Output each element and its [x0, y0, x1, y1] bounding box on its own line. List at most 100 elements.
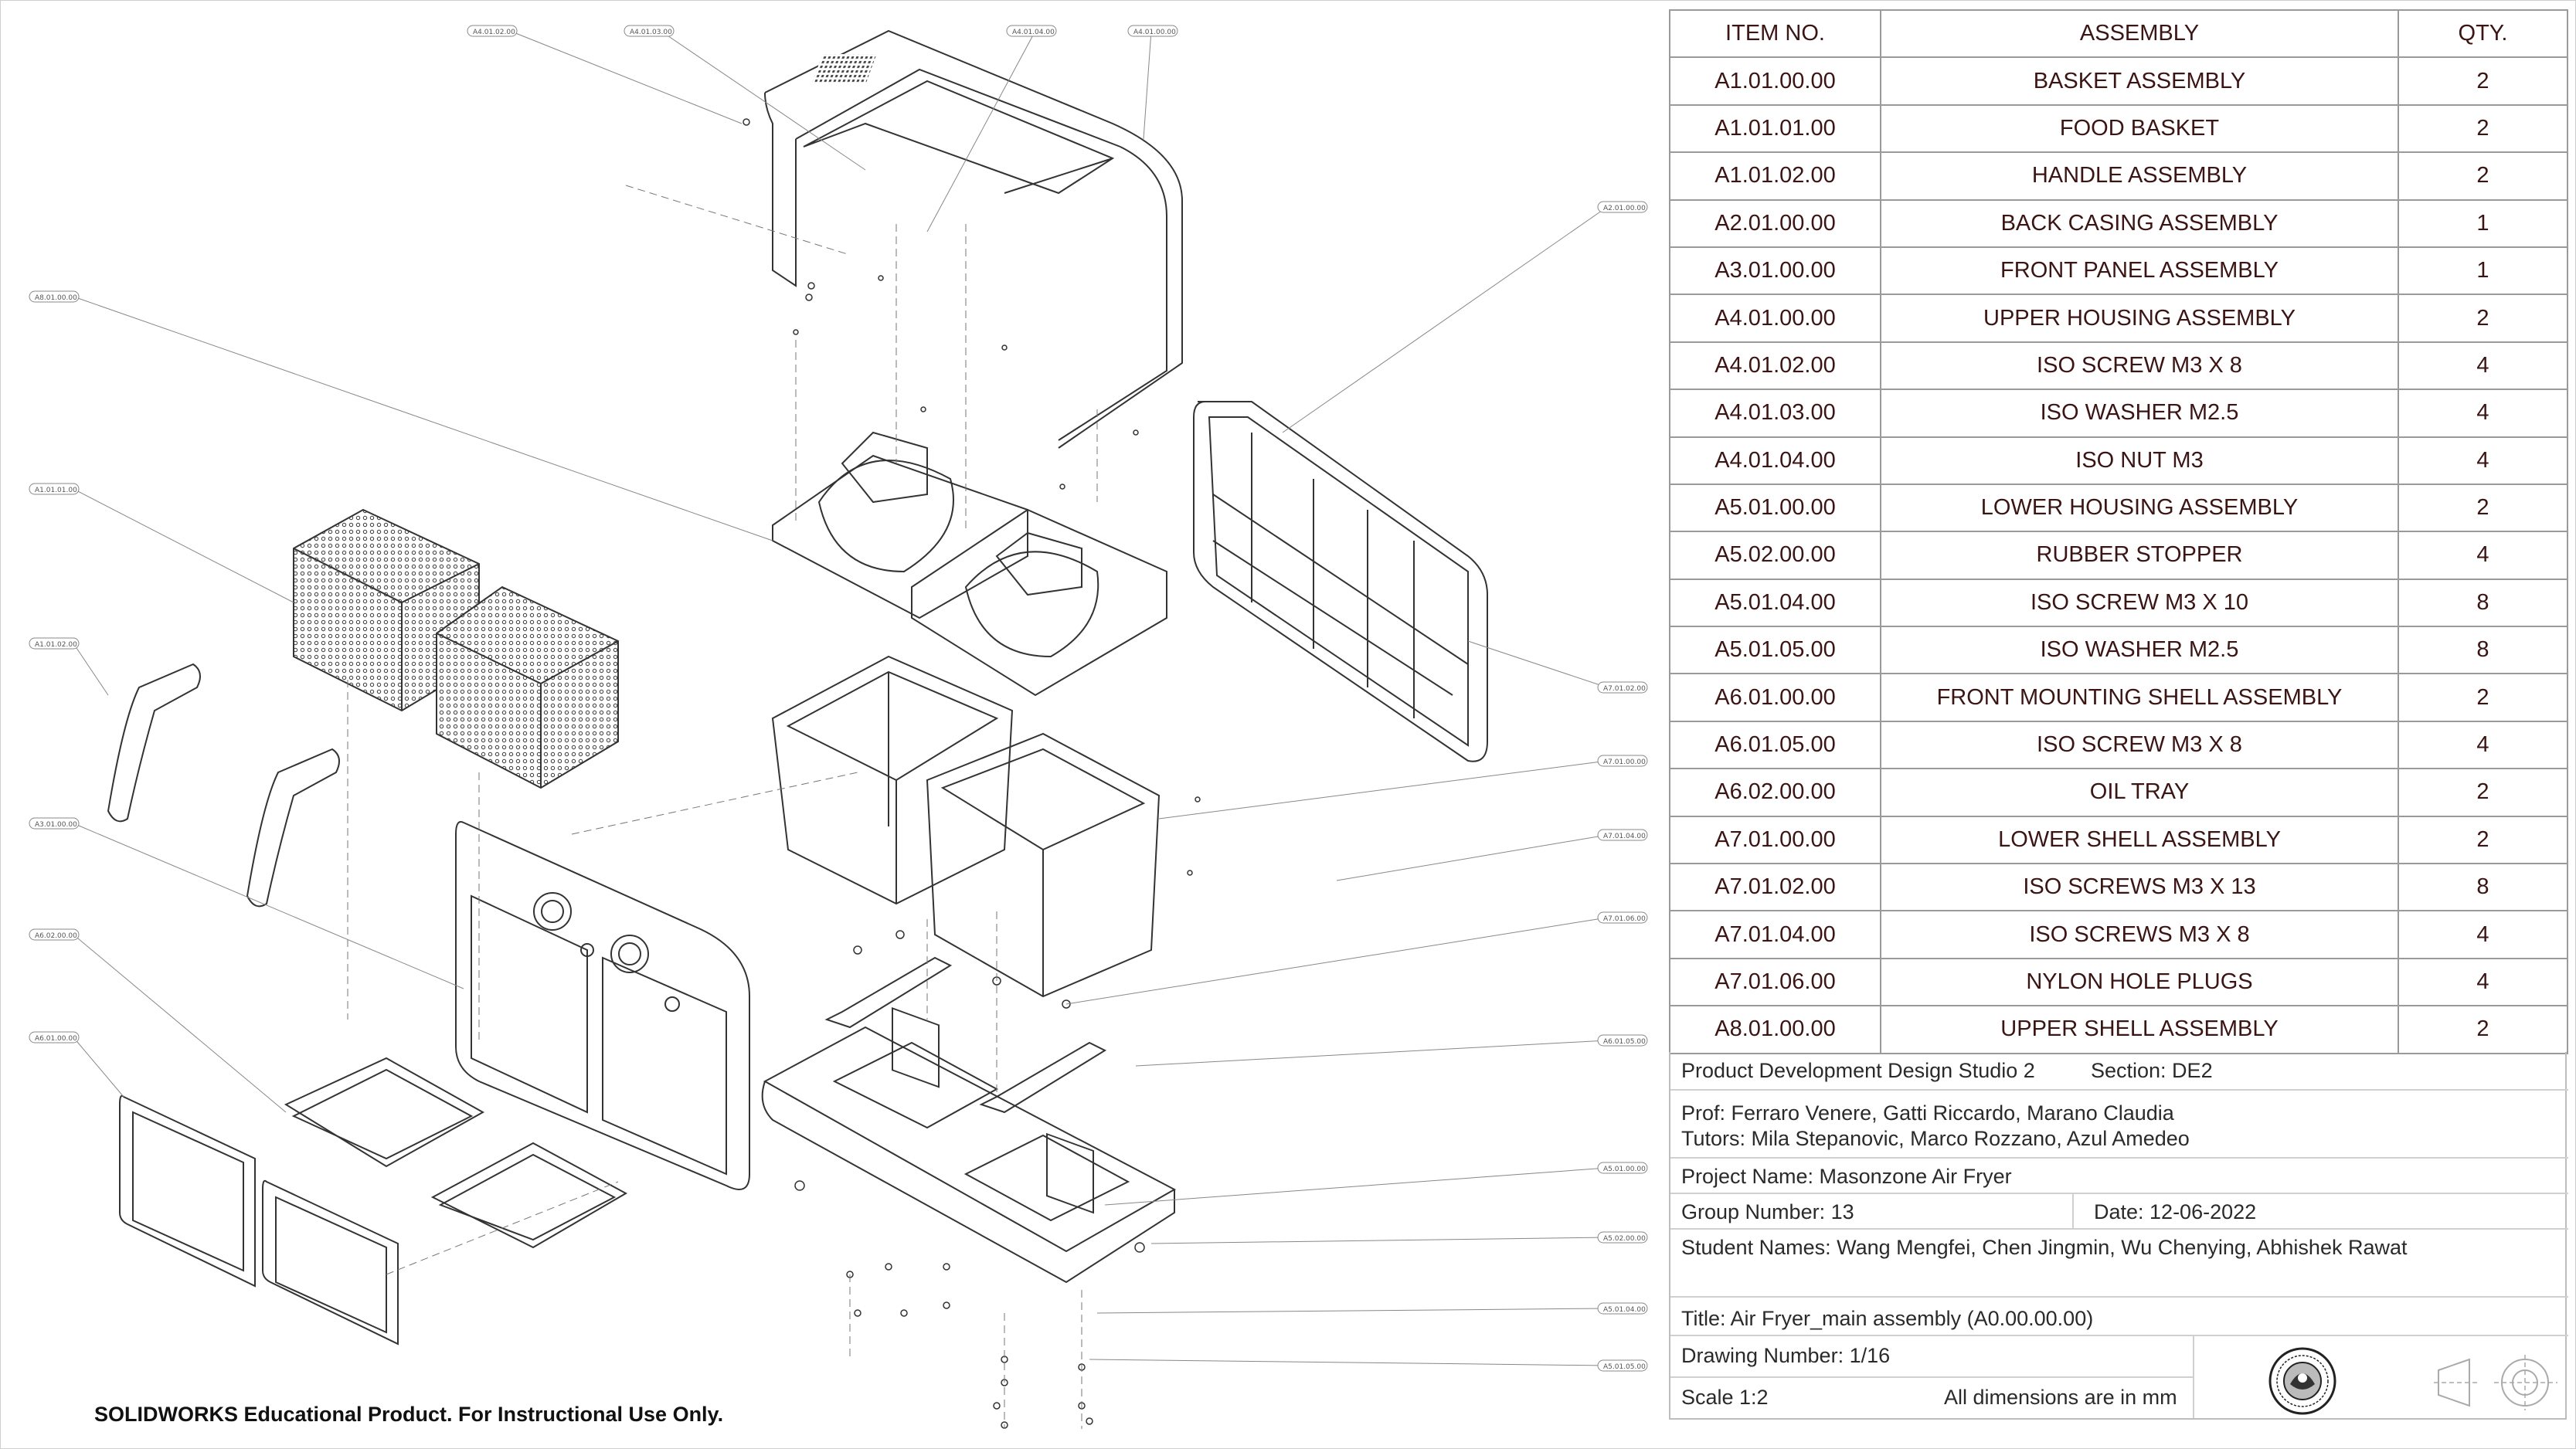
- bom-assembly: FRONT PANEL ASSEMBLY: [1880, 246, 2399, 296]
- bom-assembly: OIL TRAY: [1880, 768, 2399, 817]
- professors: Prof: Ferraro Venere, Gatti Riccardo, Ma…: [1681, 1101, 2174, 1125]
- bom-item-no: A4.01.02.00: [1669, 341, 1881, 391]
- bom-item-no: A5.01.00.00: [1669, 483, 1881, 533]
- svg-text:A6.02.00.00: A6.02.00.00: [35, 932, 77, 940]
- callout-a4-01-03: A4.01.03.00: [624, 25, 675, 37]
- fastener-set: [743, 118, 1201, 1429]
- title-block: Product Development Design Studio 2 Sect…: [1669, 1052, 2568, 1420]
- callout-a5-01-04: A5.01.04.00: [1597, 1302, 1648, 1315]
- group-number: Group Number: 13: [1681, 1200, 1854, 1223]
- bom-header-assembly: ASSEMBLY: [1880, 8, 2399, 59]
- bom-assembly: BASKET ASSEMBLY: [1880, 56, 2399, 106]
- bom-item-no: A7.01.02.00: [1669, 863, 1881, 912]
- callout-a6-01-00: A6.01.00.00: [29, 1031, 80, 1043]
- bom-assembly: HANDLE ASSEMBLY: [1880, 151, 2399, 201]
- bom-item-no: A7.01.06.00: [1669, 957, 1881, 1007]
- callout-a4-01-02: A4.01.02.00: [467, 25, 518, 37]
- university-seal-icon: [2268, 1347, 2336, 1415]
- educational-watermark: SOLIDWORKS Educational Product. For Inst…: [94, 1403, 724, 1426]
- bom-qty: 2: [2398, 815, 2568, 865]
- students-row: Student Names: Wang Mengfei, Chen Jingmi…: [1670, 1230, 2568, 1298]
- callout-a3-01-00: A3.01.00.00: [29, 817, 80, 830]
- bom-qty: 4: [2398, 910, 2568, 959]
- bom-qty: 8: [2398, 863, 2568, 912]
- callout-a7-01-06: A7.01.06.00: [1597, 911, 1648, 924]
- callout-a7-01-00: A7.01.00.00: [1597, 755, 1648, 767]
- drawing-date: Date: 12-06-2022: [2094, 1200, 2257, 1223]
- svg-text:A7.01.06.00: A7.01.06.00: [1603, 915, 1646, 923]
- bom-qty: 2: [2398, 768, 2568, 817]
- callout-a6-02-00: A6.02.00.00: [29, 928, 80, 941]
- bom-qty: 4: [2398, 531, 2568, 580]
- projection-symbol-icon: [2434, 1355, 2557, 1410]
- bom-assembly: ISO SCREWS M3 X 13: [1880, 863, 2399, 912]
- exploded-assembly-drawing: A4.01.02.00 A4.01.03.00 A4.01.04.00 A4.0…: [29, 25, 1648, 1429]
- front-panel-part: [455, 821, 750, 1190]
- front-mounting-shell-part: [119, 1094, 399, 1346]
- back-casing-part: [1193, 401, 1488, 762]
- tutors: Tutors: Mila Stepanovic, Marco Rozzano, …: [1681, 1127, 2190, 1150]
- alignment-lines: [347, 185, 1098, 1429]
- bom-item-no: A7.01.00.00: [1669, 815, 1881, 865]
- callout-a7-01-02: A7.01.02.00: [1597, 681, 1648, 694]
- callout-a2-01-00: A2.01.00.00: [1597, 201, 1648, 213]
- bom-assembly: BACK CASING ASSEMBLY: [1880, 199, 2399, 248]
- svg-text:A1.01.02.00: A1.01.02.00: [35, 641, 77, 649]
- bom-qty: 2: [2398, 483, 2568, 533]
- svg-text:A5.02.00.00: A5.02.00.00: [1603, 1235, 1646, 1243]
- bom-assembly: ISO SCREW M3 X 8: [1880, 720, 2399, 770]
- drawing-number: Drawing Number: 1/16: [1681, 1344, 1891, 1367]
- project-name: Project Name: Masonzone Air Fryer: [1681, 1165, 2012, 1188]
- svg-text:A7.01.02.00: A7.01.02.00: [1603, 685, 1646, 693]
- bom-assembly: LOWER SHELL ASSEMBLY: [1880, 815, 2399, 865]
- section-label: Section: DE2: [2091, 1059, 2213, 1082]
- svg-text:A7.01.00.00: A7.01.00.00: [1603, 758, 1646, 766]
- svg-text:A1.01.01.00: A1.01.01.00: [35, 487, 77, 494]
- bom-item-no: A3.01.00.00: [1669, 246, 1881, 296]
- svg-text:A6.01.00.00: A6.01.00.00: [35, 1035, 77, 1043]
- callout-a1-01-01: A1.01.01.00: [29, 483, 80, 495]
- bom-assembly: ISO SCREW M3 X 10: [1880, 578, 2399, 628]
- svg-text:A7.01.04.00: A7.01.04.00: [1603, 833, 1646, 840]
- bom-qty: 4: [2398, 389, 2568, 438]
- lower-housing-part: [761, 956, 1177, 1284]
- bom-item-no: A5.01.05.00: [1669, 626, 1881, 675]
- svg-text:A3.01.00.00: A3.01.00.00: [35, 821, 77, 829]
- callout-a5-01-05: A5.01.05.00: [1597, 1359, 1648, 1372]
- handle-part: [107, 663, 340, 908]
- callout-a5-01-00: A5.01.00.00: [1597, 1162, 1648, 1174]
- title-row: Title: Air Fryer_main assembly (A0.00.00…: [1670, 1298, 2568, 1338]
- callout-a4-01-00: A4.01.00.00: [1127, 25, 1178, 37]
- course-row: Product Development Design Studio 2 Sect…: [1670, 1052, 2568, 1091]
- bom-header-item: ITEM NO.: [1669, 8, 1881, 59]
- bom-qty: 2: [2398, 673, 2568, 722]
- project-row: Project Name: Masonzone Air Fryer: [1670, 1159, 2568, 1194]
- bom-item-no: A6.01.00.00: [1669, 673, 1881, 722]
- bom-qty: 8: [2398, 578, 2568, 628]
- bom-qty: 2: [2398, 151, 2568, 201]
- bom-qty: 4: [2398, 436, 2568, 485]
- svg-text:A5.01.05.00: A5.01.05.00: [1603, 1363, 1646, 1371]
- bom-qty: 2: [2398, 104, 2568, 154]
- svg-text:A6.01.05.00: A6.01.05.00: [1603, 1038, 1646, 1046]
- leader-lines: [73, 30, 1608, 1366]
- bom-item-no: A5.02.00.00: [1669, 531, 1881, 580]
- upper-housing-part: [772, 431, 1167, 697]
- bom-assembly: FRONT MOUNTING SHELL ASSEMBLY: [1880, 673, 2399, 722]
